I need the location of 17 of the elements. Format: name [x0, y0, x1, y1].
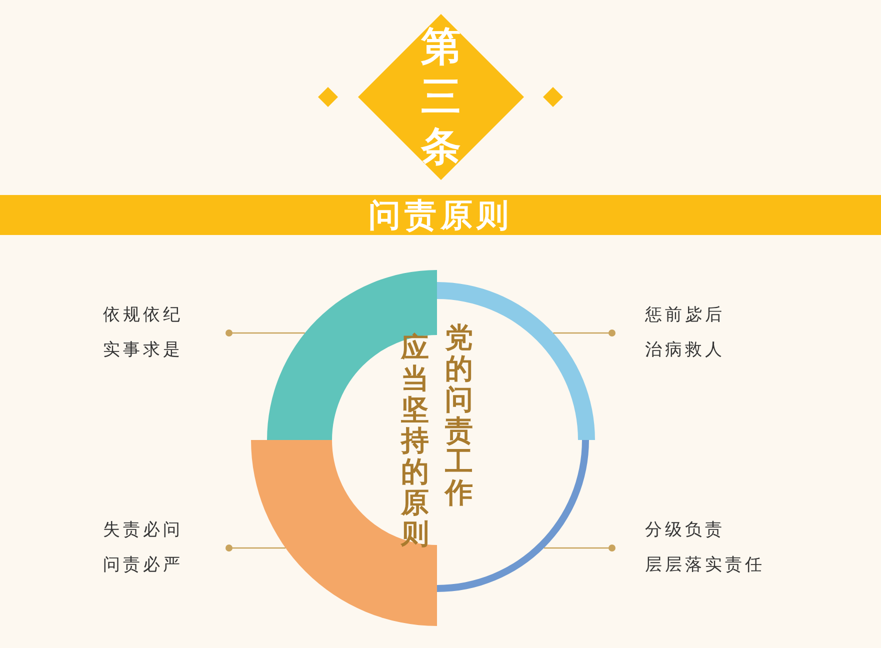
- principle-text: 依规依纪: [103, 304, 183, 327]
- principle-text: 治病救人: [645, 339, 725, 362]
- title-band: [0, 195, 881, 235]
- principle-text: 失责必问: [103, 519, 183, 542]
- center-heading: 应当坚持的原则: [401, 332, 429, 549]
- principle-text: 层层落实责任: [645, 554, 765, 577]
- principle-text: 分级负责: [645, 519, 726, 542]
- leader-line: [544, 544, 616, 552]
- principle-text: 惩前毖后: [645, 304, 725, 327]
- principle-text: 问责必严: [103, 554, 183, 577]
- leader-line: [226, 330, 305, 336]
- leader-line: [226, 544, 286, 552]
- leader-line: [553, 330, 616, 336]
- article-number: 第三条: [421, 22, 461, 172]
- section-title: 问责原则: [368, 197, 512, 233]
- principle-text: 实事求是: [103, 339, 183, 362]
- center-heading: 党的问责工作: [445, 322, 473, 508]
